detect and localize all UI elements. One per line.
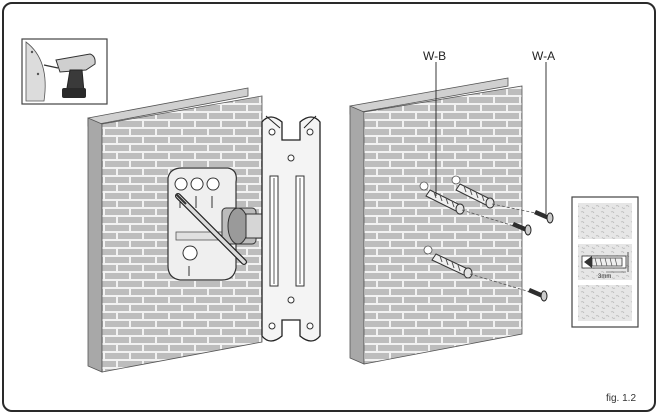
cross-section-inset — [571, 196, 639, 328]
label-wa: W-A — [532, 49, 555, 63]
dimension-label: 3mm — [598, 274, 611, 280]
drill-icon — [43, 53, 96, 98]
right-brick-wall — [349, 77, 523, 365]
screw-icon — [512, 210, 554, 302]
wrench-icon — [175, 193, 247, 265]
drill-inset — [21, 38, 108, 105]
figure-caption: fig. 1.2 — [606, 393, 636, 404]
label-wb: W-B — [423, 49, 446, 63]
vesa-plate — [261, 115, 321, 342]
callout-lines — [435, 62, 547, 214]
anchor-icon — [425, 183, 495, 279]
drill-holes — [419, 175, 461, 255]
swivel-arm — [221, 207, 267, 245]
